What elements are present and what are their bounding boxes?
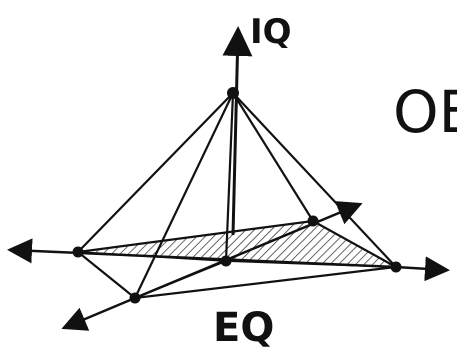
back-point xyxy=(307,215,319,227)
hatched-plane xyxy=(78,221,396,267)
left-point xyxy=(72,246,84,258)
edge-center xyxy=(224,92,235,262)
eq-label: EQ xyxy=(213,305,274,349)
horizontal-axis-right xyxy=(395,256,450,282)
edge-back xyxy=(232,92,314,222)
base-center-line-left xyxy=(77,251,227,262)
center-point xyxy=(220,255,232,267)
front-point xyxy=(129,292,141,304)
iq-axis xyxy=(222,26,253,236)
base-center-line-right xyxy=(225,260,397,268)
iq-label: IQ xyxy=(250,12,292,52)
base-center-line-bottom xyxy=(134,260,227,299)
eq-axis xyxy=(61,296,136,331)
edge-left xyxy=(77,92,234,253)
edge-front xyxy=(134,92,234,299)
edge-right xyxy=(232,92,397,268)
right-point xyxy=(390,261,402,273)
cropped-heading-text: ОБ xyxy=(393,78,457,146)
apex-point xyxy=(227,87,239,99)
